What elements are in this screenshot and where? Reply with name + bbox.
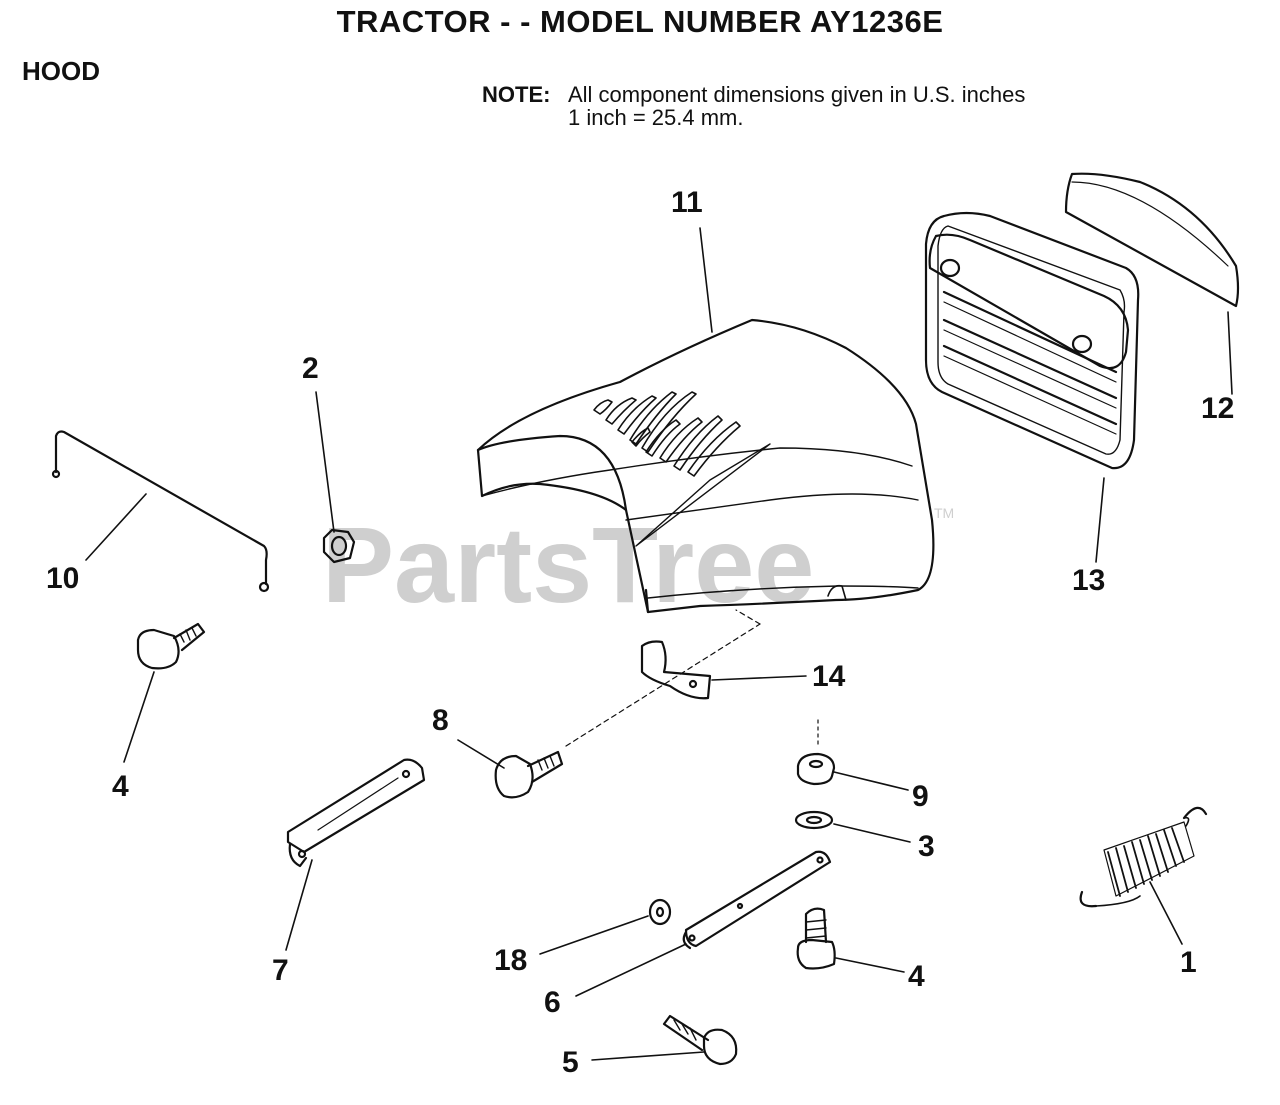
part-1-spring [1079,806,1208,908]
callout-2: 2 [302,352,319,385]
callout-8: 8 [432,704,449,737]
note-label: NOTE: [482,82,551,107]
part-7-bracket [286,758,426,868]
page-title: TRACTOR - - MODEL NUMBER AY1236E [336,4,944,39]
part-12-trim-strip [1064,172,1240,308]
callout-7: 7 [272,954,289,987]
watermark-text: PartsTree [322,504,814,625]
callout-5: 5 [562,1046,579,1079]
callout-13: 13 [1072,564,1105,597]
note-line-2: 1 inch = 25.4 mm. [568,105,744,130]
callout-4-lower: 4 [908,960,925,993]
callout-14: 14 [812,660,846,693]
callout-18: 18 [494,944,527,977]
callout-leader-lines [85,227,1233,1061]
part-4-bolt-lower [796,907,836,970]
part-11-hood [476,318,935,614]
part-6-bracket [682,850,832,950]
part-14-latch-bracket [640,640,712,700]
callout-4-upper: 4 [112,770,129,803]
part-2-nut [322,528,356,564]
part-13-grille [924,211,1140,470]
part-3-washer [794,810,834,830]
section-title: HOOD [22,56,100,86]
watermark-trademark: TM [934,505,954,521]
callout-3: 3 [918,830,935,863]
callout-9: 9 [912,780,929,813]
callout-12: 12 [1201,392,1234,425]
part-10-support-rod [51,430,270,593]
callout-10: 10 [46,562,79,595]
dimension-note: NOTE: All component dimensions given in U… [482,83,1025,129]
callout-1: 1 [1180,946,1197,979]
part-18-washer [648,898,672,926]
note-line-1: All component dimensions given in U.S. i… [568,82,1026,107]
callout-6: 6 [544,986,561,1019]
callout-11: 11 [671,186,703,219]
part-9-nut [796,752,836,786]
part-5-bolt [662,1014,738,1066]
part-8-bolt [494,750,564,799]
part-4-bolt-upper [136,622,206,670]
